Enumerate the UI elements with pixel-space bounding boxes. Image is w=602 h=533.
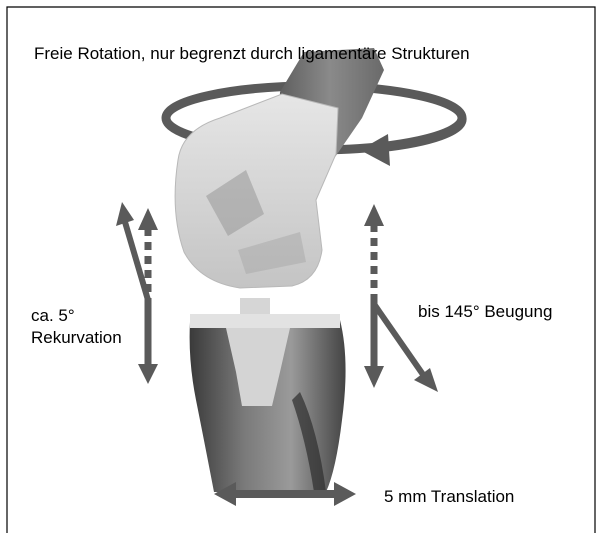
rekurvation-label-line2: Rekurvation [31,327,122,349]
beugung-arrows [364,204,438,392]
rotation-label: Freie Rotation, nur begrenzt durch ligam… [34,43,470,65]
beugung-label: bis 145° Beugung [418,301,552,323]
rekurvation-diagonal-arrowhead [116,202,134,226]
beugung-up-arrowhead [364,204,384,226]
rekurvation-label: ca. 5° Rekurvation [31,305,122,349]
rotation-ring-front [378,118,462,148]
rekurvation-down-arrowhead [138,364,158,384]
beugung-down-arrowhead [364,366,384,388]
translation-label: 5 mm Translation [384,486,514,508]
rekurvation-label-line1: ca. 5° [31,305,122,327]
beugung-diagonal-line [374,304,424,376]
rotation-arrow-head [360,134,390,166]
tibial-plateau [190,314,340,328]
rekurvation-up-arrowhead [138,208,158,230]
rekurvation-arrows [116,202,158,384]
translation-right-arrowhead [334,482,356,506]
